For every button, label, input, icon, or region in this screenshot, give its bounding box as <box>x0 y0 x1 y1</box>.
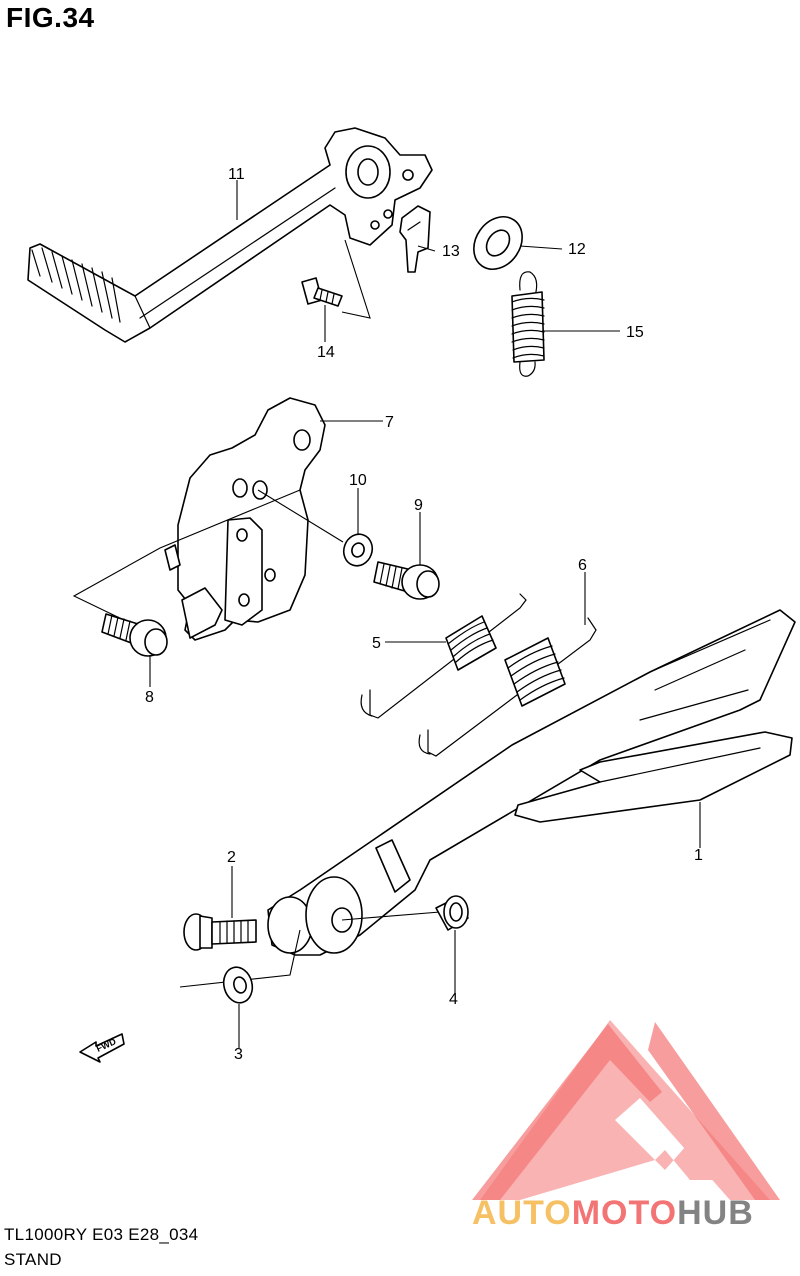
side-stand-part-1[interactable] <box>267 609 796 956</box>
callout-9: 9 <box>414 497 423 514</box>
pedal-part-11[interactable] <box>27 127 433 343</box>
callout-6: 6 <box>578 557 587 574</box>
callout-5: 5 <box>372 635 381 652</box>
callout-7: 7 <box>385 414 394 431</box>
callout-14: 14 <box>317 344 335 361</box>
callout-15: 15 <box>626 324 644 341</box>
fwd-arrow-icon: FWD <box>79 1033 125 1063</box>
bolt-part-14[interactable] <box>301 277 343 307</box>
logo-moto: MOTO <box>572 1194 677 1232</box>
bolt-part-9[interactable] <box>373 561 440 600</box>
svg-text:AUTOMOTOHUB: AUTOMOTOHUB <box>472 1194 754 1232</box>
bracket-part-7[interactable] <box>164 397 326 641</box>
bushing-part-4[interactable] <box>435 895 469 931</box>
washer-part-10[interactable] <box>339 530 376 570</box>
bolt-part-8[interactable] <box>101 613 168 657</box>
clip-part-13[interactable] <box>399 205 431 273</box>
model-code: TL1000RY E03 E28_034 <box>4 1225 199 1244</box>
callout-3: 3 <box>234 1046 243 1063</box>
callout-8: 8 <box>145 689 154 706</box>
spring-part-5[interactable] <box>360 593 527 719</box>
callout-11: 11 <box>228 166 245 183</box>
logo-hub: HUB <box>677 1194 754 1232</box>
spring-part-6[interactable] <box>418 617 597 757</box>
washer-part-3[interactable] <box>220 964 256 1006</box>
automotohub-logo: AUTOMOTOHUB <box>472 1020 780 1232</box>
callout-1: 1 <box>694 847 703 864</box>
bolt-part-2[interactable] <box>183 913 257 951</box>
logo-auto: AUTO <box>472 1194 572 1232</box>
washer-part-12[interactable] <box>464 207 532 278</box>
callout-12: 12 <box>568 241 586 258</box>
section-name: STAND <box>4 1250 62 1269</box>
callout-10: 10 <box>349 472 367 489</box>
callout-4: 4 <box>449 991 458 1008</box>
figure-title: FIG.34 <box>6 2 95 33</box>
callout-13: 13 <box>442 243 460 260</box>
callout-2: 2 <box>227 849 236 866</box>
spring-part-15[interactable] <box>511 271 545 377</box>
